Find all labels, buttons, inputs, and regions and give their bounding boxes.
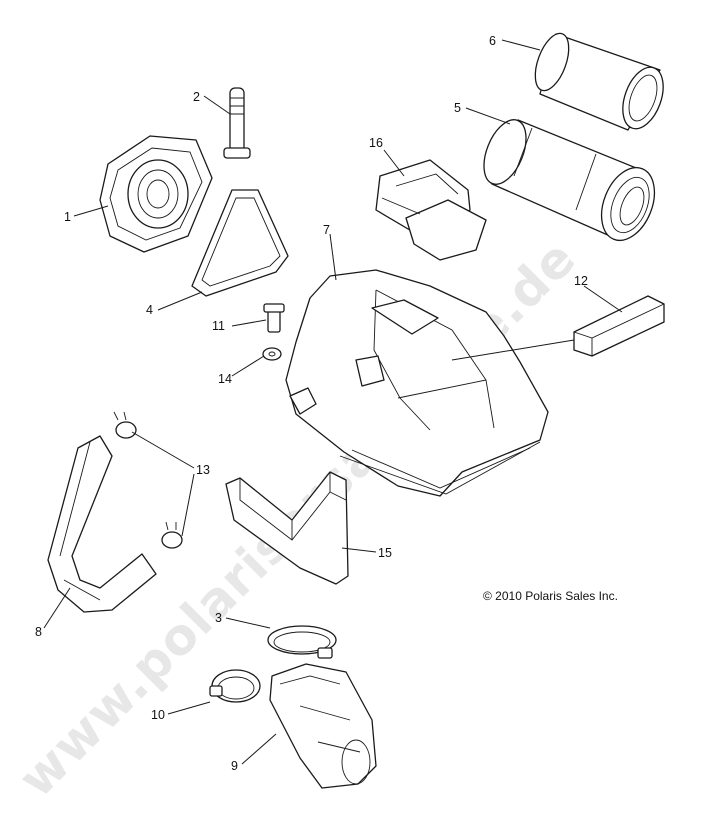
- part-9-intake-boot: [269, 663, 377, 789]
- part-12-foam-pad: [573, 295, 665, 357]
- part-13-clamps: [113, 411, 183, 549]
- part-7-airbox: [285, 269, 549, 497]
- callout-8: 8: [35, 625, 42, 639]
- callout-13: 13: [196, 463, 210, 477]
- callout-12: 12: [574, 274, 588, 288]
- part-15-foam: [225, 471, 349, 585]
- part-10-band-clamp: [209, 669, 261, 703]
- callout-6: 6: [489, 34, 496, 48]
- part-8-hose: [47, 435, 157, 613]
- callout-10: 10: [151, 708, 165, 722]
- callout-16: 16: [369, 136, 383, 150]
- callout-15: 15: [378, 546, 392, 560]
- part-6-prefilter: [534, 32, 664, 131]
- callout-4: 4: [146, 303, 153, 317]
- callout-3: 3: [215, 611, 222, 625]
- part-11-bolt: [263, 303, 285, 333]
- callout-5: 5: [454, 101, 461, 115]
- part-1-flange: [99, 135, 213, 253]
- part-14-washer: [262, 347, 282, 361]
- callout-14: 14: [218, 372, 232, 386]
- part-4-gasket: [191, 189, 289, 297]
- callout-7: 7: [323, 223, 330, 237]
- part-2-clip: [223, 87, 251, 159]
- callout-9: 9: [231, 759, 238, 773]
- callout-1: 1: [64, 210, 71, 224]
- callout-11: 11: [212, 319, 225, 333]
- callout-2: 2: [193, 90, 200, 104]
- copyright-notice: © 2010 Polaris Sales Inc.: [483, 589, 618, 603]
- part-5-air-filter: [483, 119, 656, 242]
- part-3-band-clamp: [267, 625, 337, 659]
- leader-lines: [43, 39, 623, 765]
- callouts: 1 2 3 4 5 6 7 8 9 10 11 12 13 14 15 16: [35, 34, 588, 773]
- part-16-duct: [375, 159, 487, 261]
